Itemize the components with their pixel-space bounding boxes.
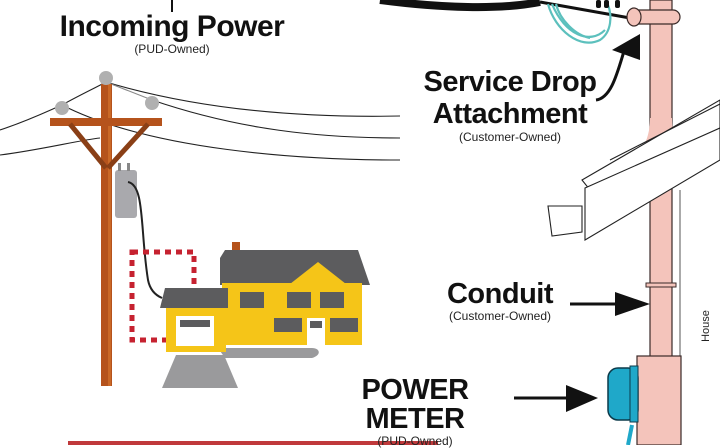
arrowhead-icon [566, 385, 598, 412]
incoming-power-title: Incoming Power [59, 10, 285, 43]
drop-wires [546, 3, 612, 44]
power-meter-title: POWER METER [361, 374, 469, 435]
incoming-power-owner: (PUD-Owned) [134, 42, 210, 56]
house-illustration [160, 242, 370, 388]
insulator-icon [145, 96, 159, 110]
bottom-red-bar [68, 441, 438, 445]
arrowhead-icon [612, 34, 640, 60]
conduit-title: Conduit [446, 278, 554, 310]
service-drop-cable [379, 0, 541, 12]
service-drop-owner: (Customer-Owned) [458, 130, 562, 144]
service-drop-title-line1: Service Drop [423, 66, 597, 98]
utility-pole [50, 71, 162, 386]
insulator-icon [55, 101, 69, 115]
conduit-owner: (Customer-Owned) [448, 309, 552, 323]
service-drop-title-line2: Attachment [432, 98, 588, 130]
arrowhead-icon [615, 292, 650, 316]
transformer-icon [115, 163, 163, 299]
insulator-icon [99, 71, 113, 85]
incoming-power-label: Incoming Power (PUD-Owned) [52, 10, 292, 57]
power-meter-owner: (PUD-Owned) [377, 434, 453, 448]
service-drop-label: Service Drop Attachment (Customer-Owned) [410, 66, 610, 144]
power-meter-label: POWER METER (PUD-Owned) [315, 376, 515, 448]
service-drop-arrow [595, 47, 627, 102]
roof-eave [547, 99, 720, 241]
meter-assembly [607, 355, 682, 445]
conduit-label: Conduit (Customer-Owned) [430, 278, 570, 324]
weatherhead-icon [596, 0, 620, 8]
arrows [514, 34, 650, 412]
house-wall-label: House [700, 310, 712, 342]
service-highlight-box [129, 249, 197, 343]
